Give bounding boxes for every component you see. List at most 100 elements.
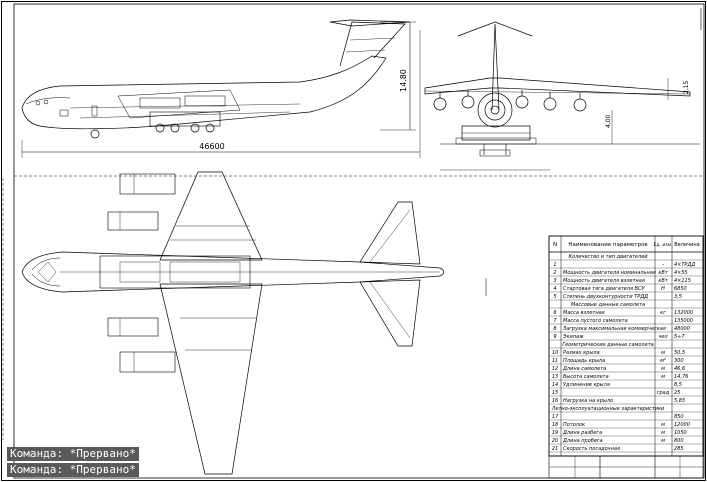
cell-n: 5 — [553, 294, 556, 300]
cell-n: 4 — [553, 286, 556, 292]
cell-n: 12 — [552, 366, 558, 372]
aircraft-front-view — [424, 21, 700, 171]
cell-value: 46,6 — [674, 366, 685, 372]
cell-name: Загрузка максимальная коммерческая — [563, 326, 666, 332]
cell-value: 5÷7 — [674, 334, 685, 340]
command-line-input[interactable]: Команда: *Прервано* — [7, 463, 139, 477]
dim-side-a-label: 2,15 — [683, 80, 690, 94]
table-row: 11 Площадь крыла м² 300 — [552, 358, 684, 364]
cell-unit: м — [661, 430, 665, 436]
cell-name: Масса пустого самолета — [563, 318, 628, 324]
cell-name: Длина самолета — [562, 366, 606, 372]
cell-n: 16 — [552, 398, 558, 404]
table-row: 10 Размах крыла м 50,5 — [552, 350, 685, 356]
cell-value: 850 — [674, 414, 684, 420]
cell-name: Масса взлетная — [563, 310, 605, 316]
table-section-title: Летно-эксплуатационные характеристики — [551, 406, 665, 412]
cell-name: Удлинение крыла — [563, 382, 610, 388]
cell-value: 50,5 — [674, 350, 685, 356]
cell-n: 1 — [553, 262, 556, 268]
header-n: N — [553, 242, 557, 248]
cell-n: 18 — [552, 422, 558, 428]
cell-n: 10 — [552, 350, 558, 356]
cell-value: 300 — [674, 358, 684, 364]
cell-name: Мощность двигателя номинальная — [563, 270, 656, 276]
cell-unit: кг — [660, 310, 666, 316]
cell-n: 11 — [552, 358, 558, 364]
cell-n: 14 — [552, 382, 558, 388]
cell-n: 8 — [553, 326, 556, 332]
table-row: 18 Потолок м 12000 — [552, 422, 690, 428]
header-name: Наименование параметров — [568, 242, 647, 248]
cell-n: 17 — [552, 414, 559, 420]
cell-value: 1050 — [674, 430, 687, 436]
cell-unit: м — [661, 438, 665, 444]
cell-n: 13 — [552, 374, 558, 380]
cell-name: Потолок — [563, 422, 585, 428]
cell-unit: кВт — [658, 270, 668, 276]
cell-name: Скорость посадочная — [563, 446, 620, 452]
cell-unit: м — [661, 366, 665, 372]
cell-unit: м² — [660, 358, 666, 364]
table-row: 7 Масса пустого самолета 135000 — [553, 318, 693, 324]
cell-value: 12000 — [674, 422, 690, 428]
cell-value: 4×55 — [674, 270, 688, 276]
cell-unit: м — [661, 350, 665, 356]
cell-n: 20 — [552, 438, 558, 444]
cell-name: Площадь крыла — [563, 358, 605, 364]
cell-n: 21 — [552, 446, 558, 452]
cell-n: 7 — [553, 318, 557, 324]
dim-wheel-label: 4,00 — [605, 114, 612, 128]
cell-value: 5,85 — [674, 398, 685, 404]
cell-value: 800 — [674, 438, 684, 444]
cell-name: Длина разбега — [562, 430, 602, 436]
aircraft-top-view — [21, 171, 487, 475]
aircraft-side-view — [21, 19, 421, 158]
cell-name: Экипаж — [562, 334, 584, 340]
cell-unit: - — [662, 262, 664, 268]
table-row: 17 850 — [552, 414, 684, 420]
cell-unit: Н — [661, 286, 665, 292]
table-row: 1 - 4×ТРДД — [553, 262, 695, 268]
table-section-title: Массовые данные самолета — [571, 302, 645, 308]
table-row: 14 Удлинение крыла 8,5 — [552, 382, 682, 388]
cell-n: 6 — [553, 310, 556, 316]
cell-name: Размах крыла — [563, 350, 600, 356]
cell-value: 4×ТРДД — [674, 262, 695, 268]
cell-value: 6850 — [674, 286, 687, 292]
title-block — [548, 455, 704, 479]
table-row: 4 Стартовая тяга двигателя ВСУ Н 6850 — [553, 286, 686, 292]
cell-unit: град — [657, 390, 670, 396]
cell-value: 285 — [674, 446, 684, 452]
dim-length-label: 46600 — [199, 142, 224, 151]
table-row: 6 Масса взлетная кг 132000 — [553, 310, 693, 316]
cell-n: 19 — [552, 430, 558, 436]
cell-n: 15 — [552, 390, 558, 396]
cell-value: 8,5 — [674, 382, 682, 388]
table-row: 20 Длина пробега м 800 — [552, 438, 684, 444]
cell-unit: м — [661, 422, 665, 428]
table-header: N Наименование параметров Ед. изм. Велич… — [553, 242, 700, 248]
cell-unit: кВт — [658, 278, 668, 284]
cell-value: 132000 — [674, 310, 693, 316]
table-section-title: Количество и тип двигателей — [568, 254, 648, 260]
cell-value: 3,5 — [674, 294, 682, 300]
table-row: 12 Длина самолета м 46,6 — [552, 366, 685, 372]
cell-value: 135000 — [674, 318, 693, 324]
header-unit: Ед. изм. — [654, 242, 673, 248]
table-section-title: Геометрические данные самолета — [562, 342, 653, 348]
cell-unit: м — [661, 374, 665, 380]
cell-name: Стартовая тяга двигателя ВСУ — [563, 286, 645, 292]
cell-value: 4×115 — [674, 278, 691, 284]
cell-value: 48000 — [674, 326, 690, 332]
cell-value: 14,76 — [674, 374, 688, 380]
cell-name: Длина пробега — [562, 438, 603, 444]
